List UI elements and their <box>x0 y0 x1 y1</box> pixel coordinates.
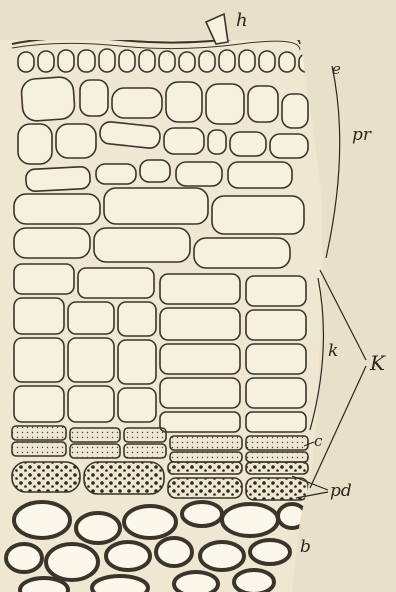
label-pr: pr <box>352 125 372 145</box>
K-leader-upper <box>320 270 366 360</box>
label-h: h <box>236 10 248 31</box>
label-pd: pd <box>330 481 352 501</box>
primary-cortex <box>14 76 308 268</box>
label-c: c <box>314 432 323 450</box>
hair-structure <box>206 14 228 44</box>
label-e: e <box>332 60 341 78</box>
label-b: b <box>300 537 311 557</box>
label-K: K <box>369 351 386 375</box>
pr-bracket <box>326 66 340 258</box>
label-k: k <box>328 341 338 361</box>
